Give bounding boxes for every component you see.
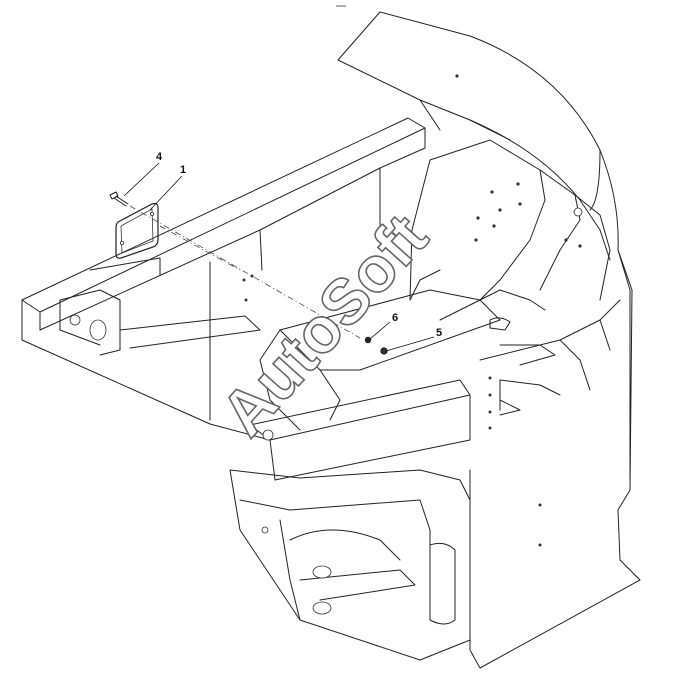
- washer: [364, 336, 372, 344]
- beam-hole: [262, 429, 274, 441]
- arm-hole-upper: [312, 565, 332, 579]
- side-plate: [409, 139, 611, 321]
- callout-label-4: 4: [156, 151, 163, 163]
- callout-label-5: 5: [436, 327, 442, 339]
- cover-plate: [115, 202, 159, 259]
- lower-crossbeam: [209, 379, 471, 481]
- callout-4: 4: [123, 151, 163, 197]
- callout-label-6: 6: [392, 312, 398, 324]
- alignment-lines: [129, 205, 361, 339]
- center-floor: [259, 269, 561, 431]
- frame-hole: [455, 74, 459, 78]
- bracket-slot: [89, 319, 107, 341]
- rear-frame-outline: [337, 11, 641, 669]
- arm-hole-lower: [312, 601, 332, 615]
- right-panel: [242, 274, 621, 547]
- callout-6: 6: [369, 312, 398, 340]
- callout-label-1: 1: [180, 164, 186, 176]
- left-bracket: [59, 289, 261, 356]
- bolt: [109, 191, 129, 207]
- plate-hole: [573, 207, 583, 217]
- lower-arm: [229, 469, 471, 661]
- callout-1: 1: [149, 164, 186, 211]
- callout-5: 5: [385, 327, 442, 352]
- bracket-hole: [69, 314, 81, 326]
- fasteners: [364, 336, 388, 355]
